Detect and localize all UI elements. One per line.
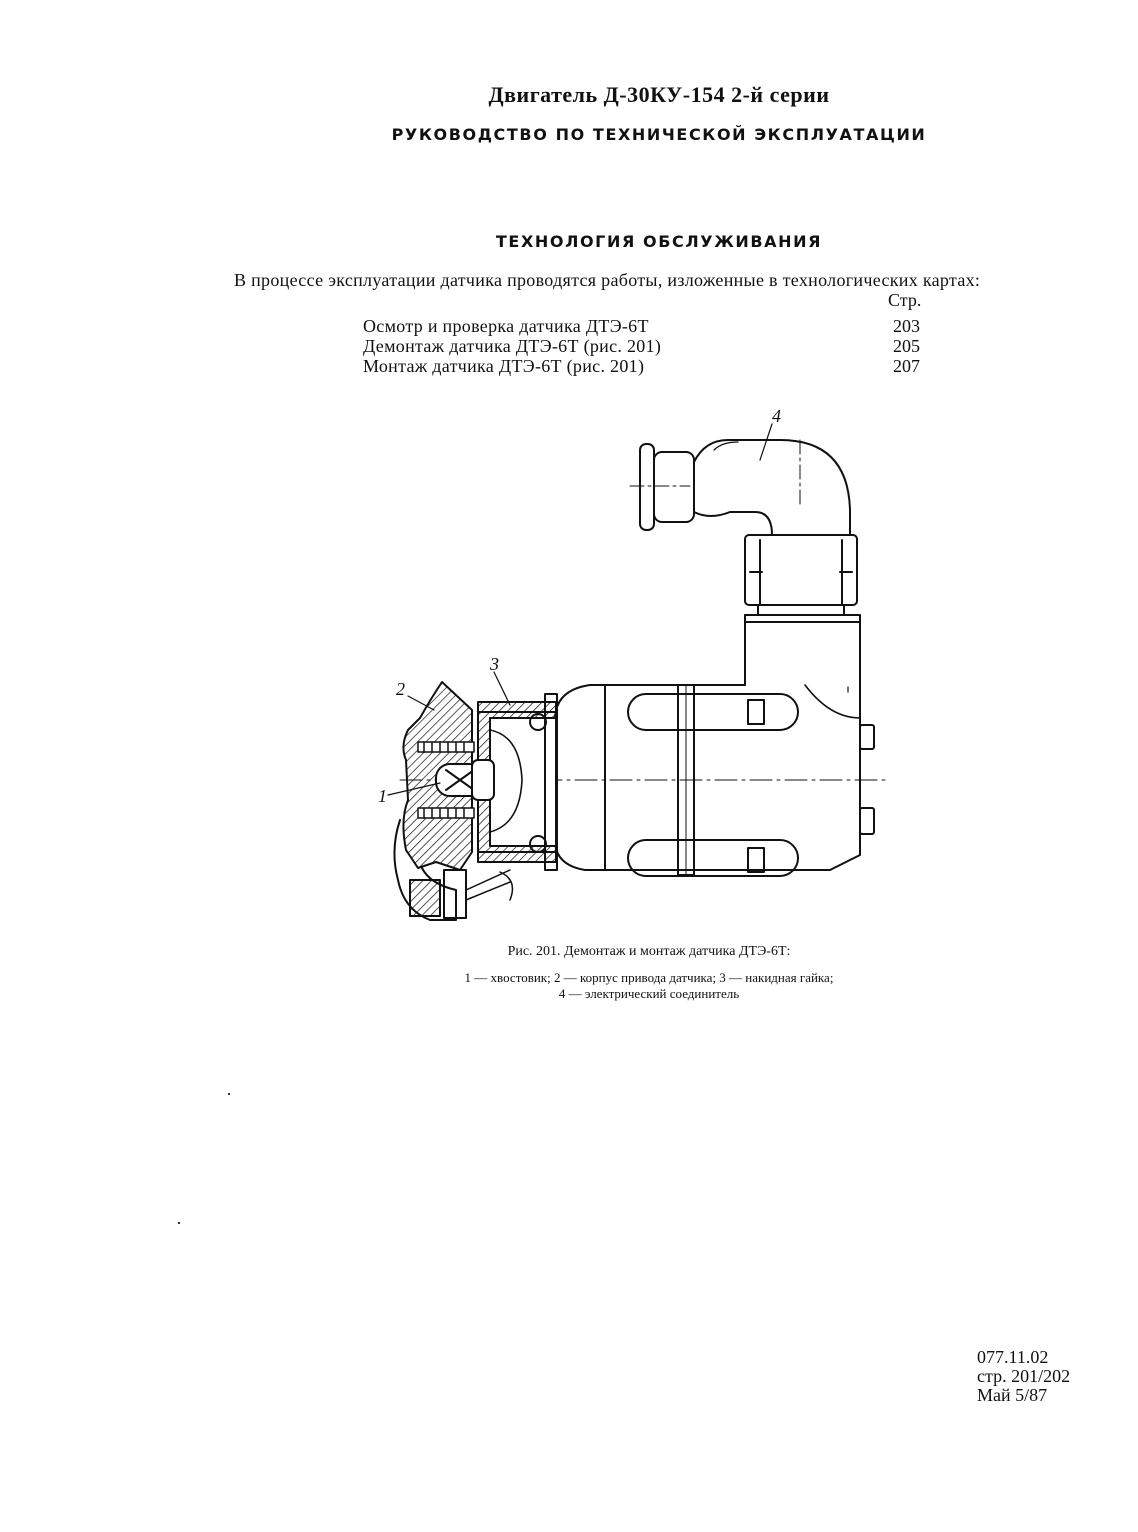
doc-number: 077.11.02 xyxy=(977,1347,1049,1367)
toc-page: 207 xyxy=(893,356,920,376)
document-subtitle: РУКОВОДСТВО ПО ТЕХНИЧЕСКОЙ ЭКСПЛУАТАЦИИ xyxy=(391,125,927,144)
connector-nut xyxy=(744,534,858,616)
housing-bolts xyxy=(627,684,799,877)
callout-3: 3 xyxy=(489,654,499,674)
shank xyxy=(435,759,495,801)
section-title: ТЕХНОЛОГИЯ ОБСЛУЖИВАНИЯ xyxy=(495,232,823,251)
scan-speck xyxy=(178,1222,180,1224)
gear-teeth xyxy=(417,741,475,819)
legend-line: 4 — электрический соединитель xyxy=(558,986,740,1001)
section-intro: В процессе эксплуатации датчика проводят… xyxy=(234,270,981,290)
toc-page: 205 xyxy=(893,336,920,356)
figure-legend: 1 — хвостовик; 2 — корпус привода датчик… xyxy=(0,970,1138,1002)
figure-caption: Рис. 201. Демонтаж и монтаж датчика ДТЭ-… xyxy=(507,944,791,959)
legend-line: 1 — хвостовик; 2 — корпус привода датчик… xyxy=(464,970,834,985)
revision-date: Май 5/87 xyxy=(977,1385,1048,1405)
page-footer: 077.11.02 стр. 201/202 Май 5/87 xyxy=(977,1348,1070,1405)
page-numbers: стр. 201/202 xyxy=(977,1366,1071,1386)
toc-row: Монтаж датчика ДТЭ-6Т (рис. 201) 207 xyxy=(363,356,963,376)
toc-label: Демонтаж датчика ДТЭ-6Т (рис. 201) xyxy=(363,336,662,356)
sensor-technical-drawing: 4 3 2 1 xyxy=(378,406,891,921)
callout-leaders xyxy=(387,423,773,796)
toc-label: Монтаж датчика ДТЭ-6Т (рис. 201) xyxy=(363,356,645,376)
toc-label: Осмотр и проверка датчика ДТЭ-6Т xyxy=(363,316,649,336)
document-title: Двигатель Д-30КУ-154 2-й серии xyxy=(488,82,830,107)
toc-page: 203 xyxy=(893,316,920,336)
toc-row: Осмотр и проверка датчика ДТЭ-6Т 203 xyxy=(363,316,963,336)
sensor-housing xyxy=(554,614,875,871)
toc-row: Демонтаж датчика ДТЭ-6Т (рис. 201) 205 xyxy=(363,336,963,356)
callout-4: 4 xyxy=(772,406,781,426)
scan-speck xyxy=(228,1093,230,1095)
callout-1: 1 xyxy=(378,786,387,806)
page-column-header: Стр. xyxy=(888,290,922,310)
electrical-connector xyxy=(639,439,851,536)
toc-list: Осмотр и проверка датчика ДТЭ-6Т 203 Дем… xyxy=(363,316,963,376)
callout-2: 2 xyxy=(396,679,405,699)
union-nut xyxy=(477,693,558,871)
